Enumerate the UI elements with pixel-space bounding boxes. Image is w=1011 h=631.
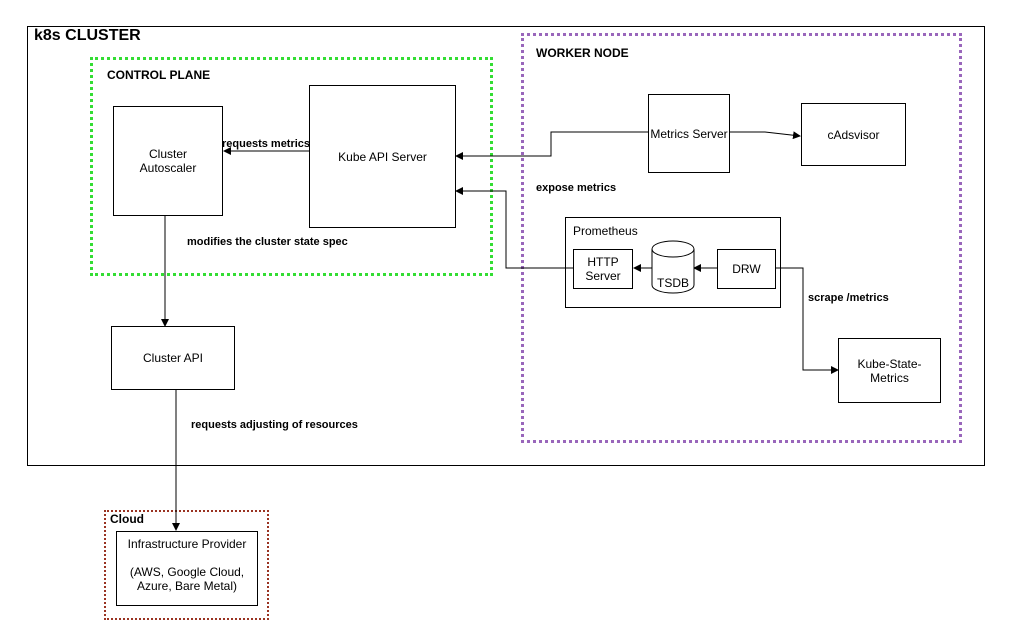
kube-state-metrics-node: Kube-State- Metrics (838, 338, 941, 403)
metrics-server-node: Metrics Server (648, 94, 730, 173)
edge-label-requests-metrics: requests metrics (222, 138, 311, 150)
tsdb-cylinder (651, 240, 695, 294)
worker-node-group (521, 33, 962, 443)
infrastructure-provider-node: Infrastructure Provider (AWS, Google Clo… (116, 531, 258, 606)
drw-label: DRW (732, 262, 761, 276)
http-server-label: HTTP Server (585, 255, 621, 283)
cadvisor-node: cAdsvisor (801, 103, 906, 166)
cluster-autoscaler-label: Cluster Autoscaler (139, 147, 197, 175)
edge-http-to-api (455, 187, 573, 269)
kube-api-server-label: Kube API Server (338, 149, 427, 164)
edge-metrics-to-api (455, 131, 648, 160)
cluster-api-node: Cluster API (111, 326, 235, 390)
cluster-api-label: Cluster API (142, 351, 204, 365)
cadvisor-label: cAdsvisor (827, 127, 880, 142)
edge-label-expose-metrics: expose metrics (536, 182, 617, 194)
edge-metrics-to-cadvisor (730, 131, 801, 140)
metrics-server-label: Metrics Server (650, 126, 728, 141)
cloud-group (104, 510, 269, 620)
http-server-node: HTTP Server (573, 249, 633, 289)
infrastructure-provider-label: Infrastructure Provider (AWS, Google Clo… (127, 537, 247, 593)
k8s-cluster-right-edge (27, 26, 985, 466)
prometheus-label: Prometheus (573, 224, 638, 238)
k8s-cluster-title: k8s CLUSTER (34, 27, 141, 44)
cluster-autoscaler-node: Cluster Autoscaler (113, 106, 223, 216)
edge-label-requests-adjusting: requests adjusting of resources (191, 419, 358, 431)
kube-state-metrics-label: Kube-State- Metrics (857, 356, 922, 385)
kube-api-server-node: Kube API Server (309, 85, 456, 228)
tsdb-label: TSDB (656, 276, 689, 290)
edge-drw-to-ksm (776, 267, 839, 374)
worker-node-title: WORKER NODE (536, 46, 629, 60)
control-plane-group (90, 57, 493, 276)
drw-node: DRW (717, 249, 776, 289)
edge-label-modifies-spec: modifies the cluster state spec (187, 236, 348, 248)
cloud-title: Cloud (110, 512, 144, 526)
prometheus-group (565, 217, 781, 308)
control-plane-title: CONTROL PLANE (107, 68, 211, 82)
edge-label-scrape-metrics: scrape /metrics (808, 292, 889, 304)
